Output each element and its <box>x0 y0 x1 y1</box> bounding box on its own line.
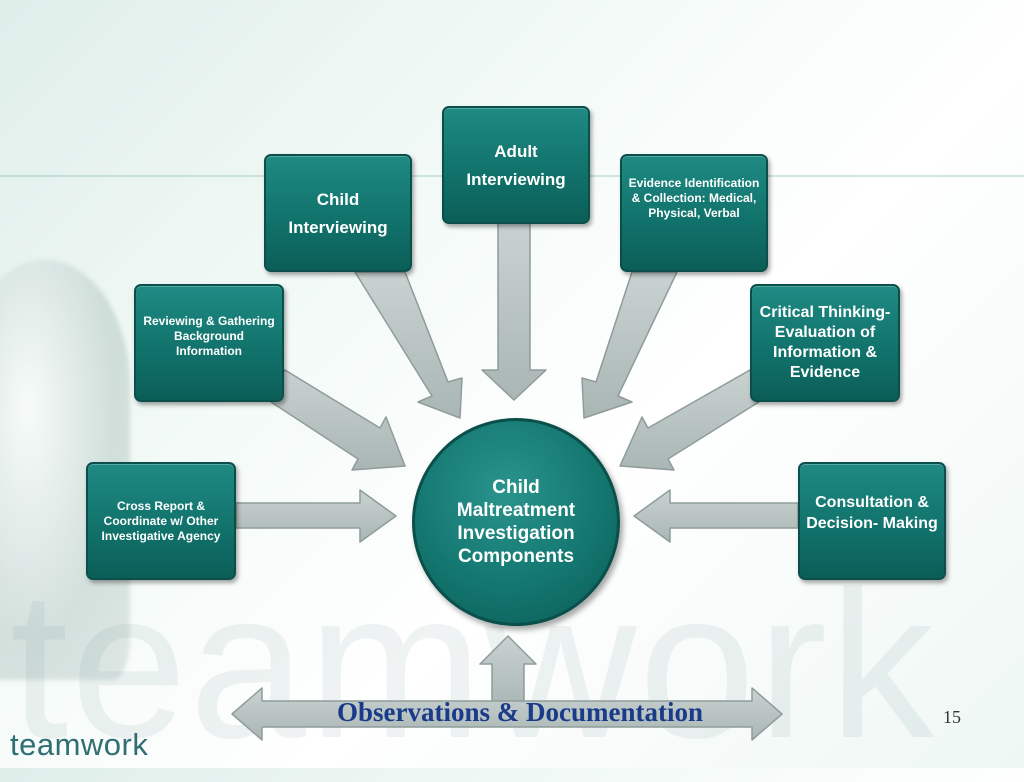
arrow-adult-interviewing <box>481 221 547 401</box>
component-label: Reviewing & Gathering Background Informa… <box>143 314 275 358</box>
component-evidence[interactable]: Evidence Identification & Collection: Me… <box>620 154 768 272</box>
component-label: Child Interviewing <box>288 190 388 237</box>
arrow-critical-thinking <box>619 369 763 471</box>
component-consultation[interactable]: Consultation & Decision- Making <box>798 462 946 580</box>
component-cross-report[interactable]: Cross Report & Coordinate w/ Other Inves… <box>86 462 236 580</box>
component-label: Critical Thinking- Evaluation of Informa… <box>759 304 891 381</box>
center-label: Child Maltreatment Investigation Compone… <box>456 477 576 567</box>
component-label: Consultation & Decision- Making <box>806 494 938 532</box>
observations-double-arrow <box>231 687 783 741</box>
arrow-consultation <box>633 489 799 543</box>
component-label: Cross Report & Coordinate w/ Other Inves… <box>101 498 221 543</box>
teamwork-logo: teamwork <box>10 727 149 762</box>
component-reviewing[interactable]: Reviewing & Gathering Background Informa… <box>134 284 284 402</box>
arrow-child-interviewing <box>354 271 463 419</box>
page-number: 15 <box>943 707 961 727</box>
component-adult-interviewing[interactable]: Adult Interviewing <box>442 106 590 224</box>
arrow-reviewing <box>267 369 406 471</box>
component-label: Evidence Identification & Collection: Me… <box>628 176 760 220</box>
component-label: Adult Interviewing <box>466 142 566 189</box>
component-child-interviewing[interactable]: Child Interviewing <box>264 154 412 272</box>
observations-label: Observations & Documentation <box>337 697 703 727</box>
arrow-evidence <box>581 271 678 419</box>
component-critical-thinking[interactable]: Critical Thinking- Evaluation of Informa… <box>750 284 900 402</box>
arrow-cross-report <box>235 489 397 543</box>
center-circle[interactable]: Child Maltreatment Investigation Compone… <box>412 418 620 626</box>
